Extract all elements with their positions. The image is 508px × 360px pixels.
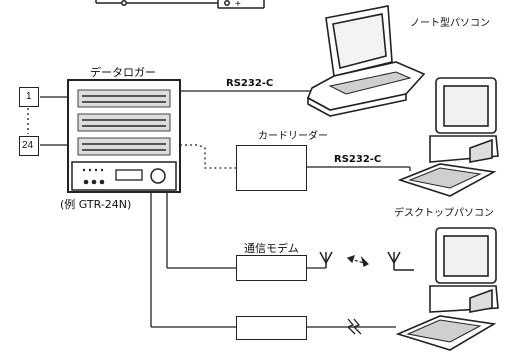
modem-label: 通信モデム xyxy=(244,242,299,255)
terminal-dots-row2 xyxy=(82,119,166,127)
rs232-desktop-label: RS232-C xyxy=(334,154,382,165)
logger-downlines xyxy=(150,193,396,328)
sensor-last-label: 24 xyxy=(22,140,34,151)
terminal-dots-row1 xyxy=(82,95,166,103)
wireless-arrow-icon xyxy=(346,255,370,267)
phone-modem-box xyxy=(236,316,307,340)
sensor-box-first: 1 xyxy=(19,87,39,107)
desktop-label: デスクトップパソコン xyxy=(394,208,494,219)
sensor-first-label: 1 xyxy=(26,91,32,102)
sensor-wires xyxy=(27,96,68,146)
laptop-label: ノート型パソコン xyxy=(410,18,490,29)
modem-box xyxy=(236,255,307,281)
antenna-icons xyxy=(319,251,414,271)
logger-title: データロガー xyxy=(90,66,156,79)
laptop-computer-icon xyxy=(306,5,426,117)
card-slot-dotted xyxy=(180,144,236,169)
top-fragment-lines xyxy=(95,0,265,9)
lightning-icon xyxy=(346,318,362,335)
data-logger-device xyxy=(67,79,181,193)
desktop-computer-icon xyxy=(397,77,499,197)
card-reader-label: カードリーダー xyxy=(258,131,328,142)
rs232-laptop-label: RS232-C xyxy=(226,78,274,89)
desktop-computer-icon-2 xyxy=(395,227,499,351)
rs232-desktop-wire xyxy=(306,166,411,171)
sensor-box-last: 24 xyxy=(19,136,39,156)
card-reader-box xyxy=(236,145,307,191)
terminal-dots-row3 xyxy=(82,143,166,151)
top-plus-label: + xyxy=(235,0,241,10)
logger-model-caption: (例 GTR-24N) xyxy=(60,198,132,211)
